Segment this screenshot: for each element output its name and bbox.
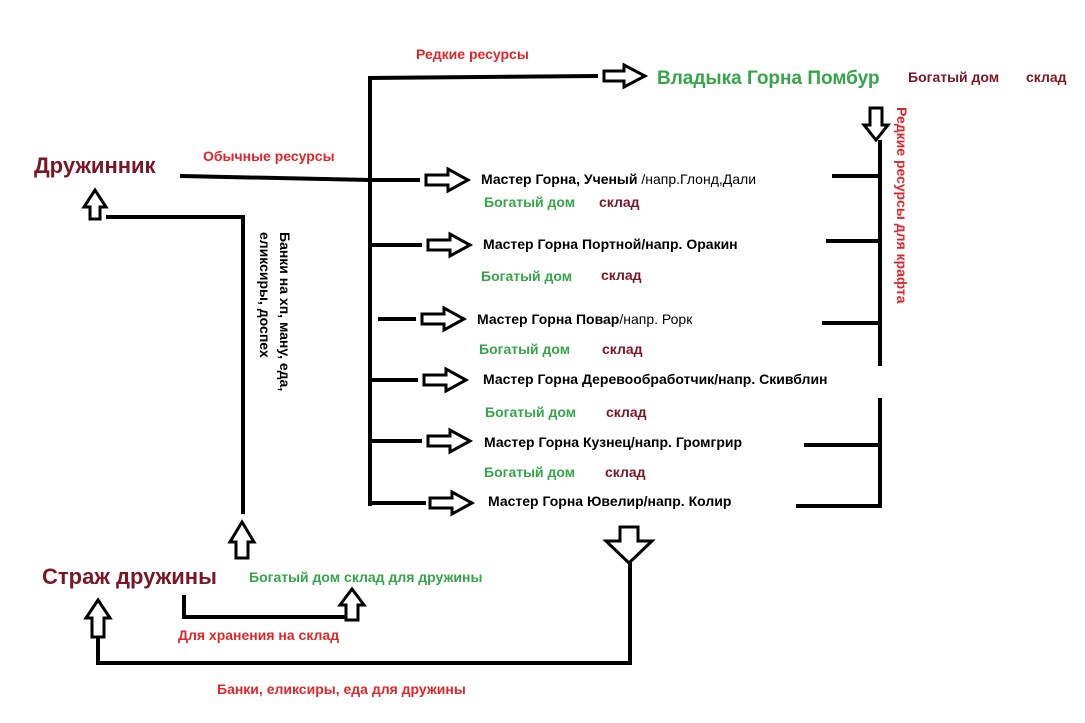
node-strazh: Страж дружины (42, 564, 217, 589)
master-blacksmith: Мастер Горна Кузнец/напр. Громгрир (484, 434, 742, 450)
master-house-label: Богатый дом (479, 341, 571, 357)
arrow-up-icon (83, 597, 113, 639)
node-vladyka: Владыка Горна Помбур (657, 68, 880, 89)
arrow-up-icon (81, 187, 109, 221)
node-druzhinnik: Дружинник (34, 153, 156, 178)
master-name: Мастер Горна Повар (477, 311, 620, 327)
master-name: Мастер Горна Ювелир/напр. Колир (488, 493, 732, 509)
master-house-label: Богатый дом (481, 268, 573, 284)
master-house-label: Богатый дом (485, 404, 577, 420)
master-example: /напр. Рорк (619, 311, 693, 327)
master-name: Мастер Горна Деревообработчик/напр. Скив… (483, 371, 828, 387)
arrow-right-icon (602, 62, 649, 90)
arrow-right-icon (420, 305, 468, 333)
arrow-right-icon (426, 231, 474, 259)
master-jeweler: Мастер Горна Ювелир/напр. Колир (488, 493, 731, 509)
edge-label-banks-line2: еликсиры, доспех (257, 232, 273, 358)
arrow-up-icon (337, 586, 367, 622)
master-name: Мастер Горна Кузнец/напр. Громгрир (484, 434, 743, 450)
edge-label-for-storage: Для хранения на склад (178, 627, 340, 643)
master-storage-label: склад (606, 404, 647, 420)
edge-label-banks-bottom: Банки, еликсиры, еда для дружины (217, 681, 466, 697)
master-tailor: Мастер Горна Портной/напр. Оракин (483, 236, 738, 252)
arrow-right-icon (424, 166, 472, 194)
master-storage-label: склад (605, 464, 646, 480)
arrow-up-icon (227, 519, 257, 560)
edge-label-rare-for-craft: Редкие ресурсы для крафта (894, 107, 910, 304)
edge-label-banks-line1: Банки на хп, ману, еда, (277, 232, 293, 392)
arrow-right-icon (428, 489, 476, 517)
edge-label-rare-resources: Редкие ресурсы (416, 46, 529, 62)
master-name: Мастер Горна, Ученый (481, 171, 642, 187)
vladyka-storage-label: склад (1026, 69, 1067, 85)
master-house-label: Богатый дом (484, 464, 576, 480)
edge-label-guard-storage: Богатый дом склад для дружины (249, 569, 483, 585)
master-cook: Мастер Горна Повар/напр. Рорк (477, 311, 692, 327)
master-scholar: Мастер Горна, Ученый /напр.Глонд,Дали (481, 171, 756, 187)
master-example: /напр.Глонд,Дали (641, 171, 757, 187)
master-woodworker: Мастер Горна Деревообработчик/напр. Скив… (483, 371, 828, 387)
master-storage-label: склад (601, 267, 642, 283)
master-storage-label: склад (599, 194, 640, 210)
arrow-down-icon (602, 525, 656, 566)
vladyka-house-label: Богатый дом (908, 69, 1000, 85)
edge-label-common-resources: Обычные ресурсы (203, 148, 335, 164)
master-storage-label: склад (602, 341, 643, 357)
arrow-down-icon (860, 106, 892, 143)
master-house-label: Богатый дом (484, 194, 576, 210)
master-name: Мастер Горна Портной/напр. Оракин (483, 236, 738, 252)
arrow-right-icon (426, 427, 474, 455)
arrow-right-icon (422, 366, 470, 394)
